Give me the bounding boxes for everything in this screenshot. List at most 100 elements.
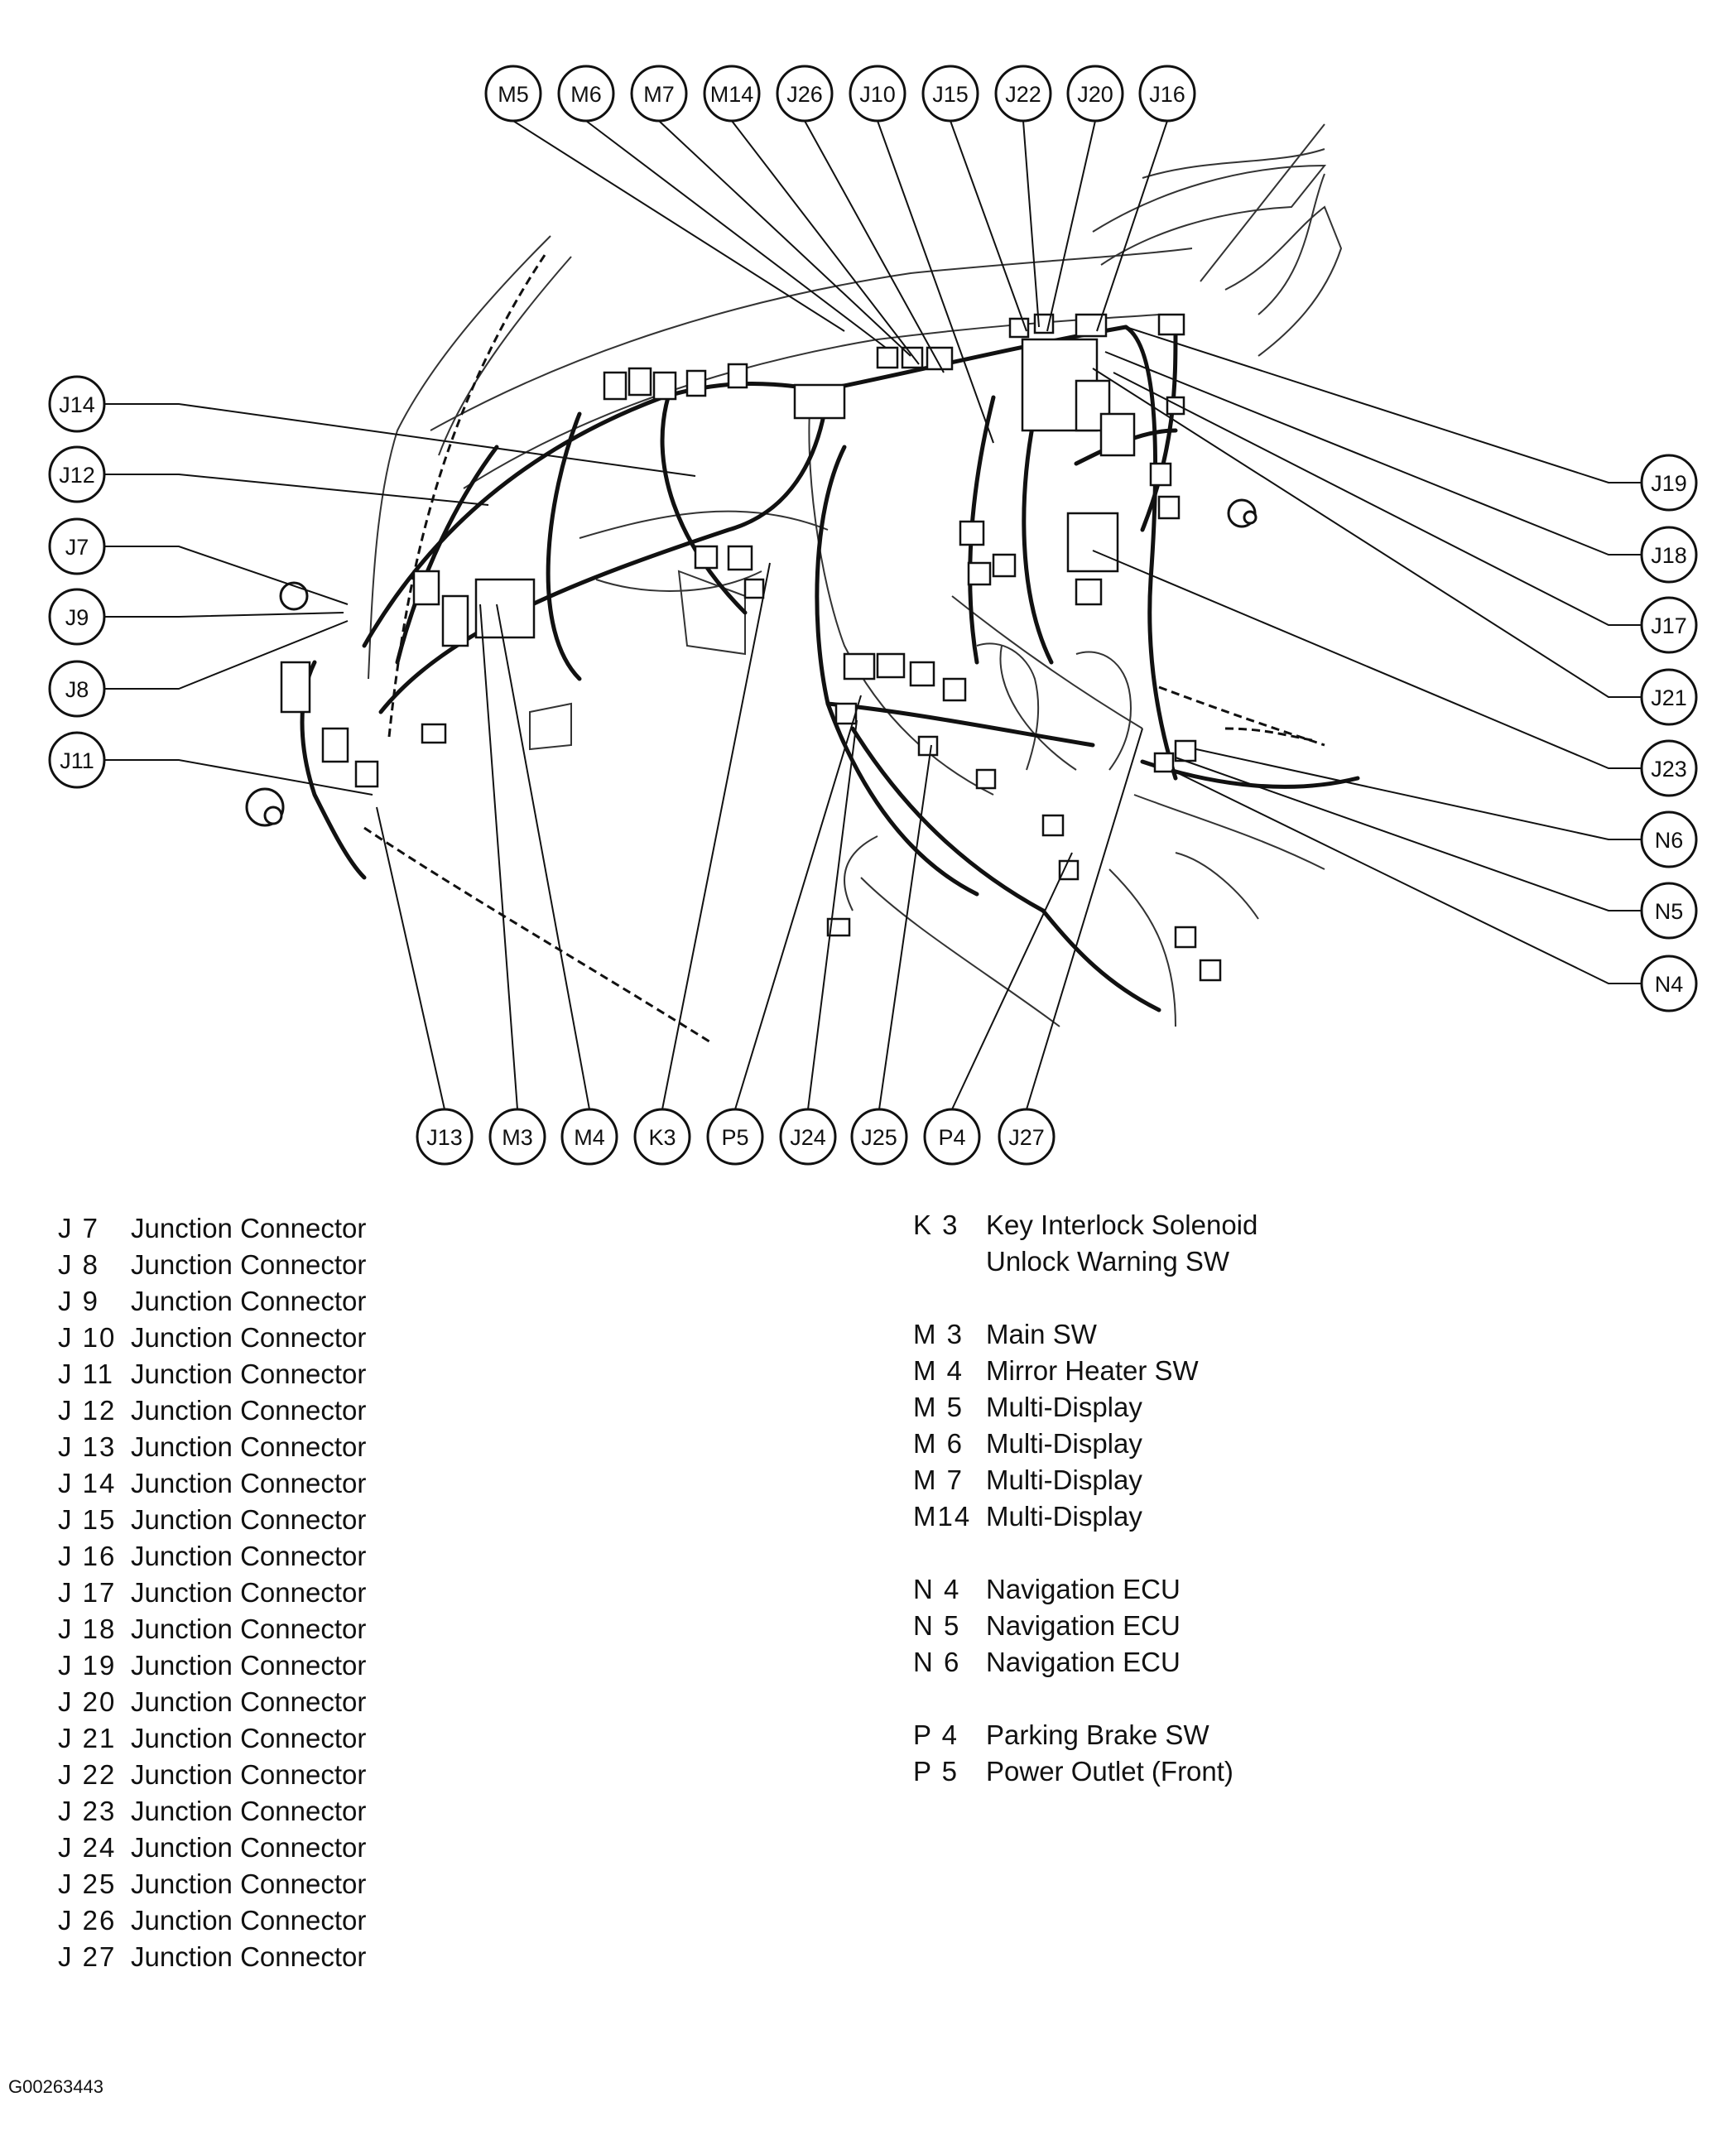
callout-m3: M3 xyxy=(488,1108,546,1166)
callout-j10: J10 xyxy=(849,65,906,123)
legend-name: Junction Connector xyxy=(131,1431,367,1462)
leader-line-j21 xyxy=(1092,368,1642,698)
callout-p4: P4 xyxy=(923,1108,981,1166)
callout-j26: J26 xyxy=(776,65,834,123)
callout-label: N6 xyxy=(1655,828,1684,853)
legend-code: J 10 xyxy=(58,1322,117,1353)
callout-circle xyxy=(630,65,688,123)
legend-code: J 23 xyxy=(58,1796,117,1826)
callout-j16: J16 xyxy=(1138,65,1196,123)
legend-name: Parking Brake SW xyxy=(986,1719,1209,1750)
legend-row: J 10 Junction Connector xyxy=(58,1320,366,1356)
wire-harness xyxy=(300,325,1360,1012)
legend-name: Junction Connector xyxy=(131,1650,367,1681)
callout-circle xyxy=(633,1108,691,1166)
callout-label: J10 xyxy=(859,82,896,107)
callout-label: J22 xyxy=(1005,82,1041,107)
legend-code: J 22 xyxy=(58,1759,117,1790)
legend-code: J 25 xyxy=(58,1868,117,1899)
leader-line-j10 xyxy=(877,120,994,444)
leader-line-n4 xyxy=(1171,769,1642,984)
legend-code: M14 xyxy=(913,1501,972,1532)
callout-j19: J19 xyxy=(1640,454,1698,512)
leader-line-j19 xyxy=(1125,326,1642,483)
callout-circle xyxy=(706,1108,764,1166)
callout-label: J25 xyxy=(861,1125,897,1150)
callout-label: N5 xyxy=(1655,899,1684,924)
callout-label: J16 xyxy=(1149,82,1185,107)
legend-code: P 5 xyxy=(913,1756,959,1787)
callout-label: J9 xyxy=(65,605,89,630)
legend-code: M 7 xyxy=(913,1464,964,1495)
legend-name: Multi-Display xyxy=(986,1392,1142,1422)
legend-name: Junction Connector xyxy=(131,1286,367,1316)
leader-line-j16 xyxy=(1096,120,1168,332)
callout-circle xyxy=(850,1108,908,1166)
legend-row: P 5 Power Outlet (Front) xyxy=(913,1753,1258,1790)
callout-label: J14 xyxy=(59,392,95,417)
legend-name: Multi-Display xyxy=(986,1428,1142,1459)
legend-code: J 11 xyxy=(58,1359,114,1389)
callout-j13: J13 xyxy=(416,1108,474,1166)
callout-label: P4 xyxy=(938,1125,965,1150)
leader-line-j15 xyxy=(950,120,1027,332)
legend-name: Junction Connector xyxy=(131,1213,367,1243)
legend-code: J 14 xyxy=(58,1468,117,1498)
legend-name: Junction Connector xyxy=(131,1249,367,1280)
legend-row: J 19 Junction Connector xyxy=(58,1647,366,1684)
leader-lines xyxy=(104,120,1642,1110)
callout-circle xyxy=(1640,668,1698,726)
legend-code: M 3 xyxy=(913,1319,964,1349)
callout-label: K3 xyxy=(648,1125,676,1150)
legend-name: Junction Connector xyxy=(131,1468,367,1498)
legend-code: J 16 xyxy=(58,1541,117,1571)
callout-j12: J12 xyxy=(48,445,106,503)
callout-circle xyxy=(557,65,615,123)
legend-code: M 6 xyxy=(913,1428,964,1459)
legend-row: J 14 Junction Connector xyxy=(58,1465,366,1502)
leader-line-m14 xyxy=(731,120,920,365)
leader-line-m5 xyxy=(512,120,845,332)
callout-label: M5 xyxy=(498,82,529,107)
dashed-leads xyxy=(363,252,1325,1045)
callout-j27: J27 xyxy=(998,1108,1056,1166)
callout-label: M14 xyxy=(710,82,754,107)
legend-name: Junction Connector xyxy=(131,1322,367,1353)
callout-j20: J20 xyxy=(1066,65,1124,123)
callout-p5: P5 xyxy=(706,1108,764,1166)
callout-j17: J17 xyxy=(1640,596,1698,654)
leader-line-j12 xyxy=(104,474,489,506)
callout-label: J24 xyxy=(790,1125,826,1150)
legend-name: Junction Connector xyxy=(131,1614,367,1644)
legend-name: Junction Connector xyxy=(131,1832,367,1863)
legend-code: J 19 xyxy=(58,1650,117,1681)
legend-row: M 6 Multi-Display xyxy=(913,1426,1258,1462)
callout-circle xyxy=(994,65,1052,123)
callout-circle xyxy=(48,445,106,503)
callout-label: J21 xyxy=(1651,685,1687,710)
leader-line-j20 xyxy=(1046,120,1096,332)
legend-name: Junction Connector xyxy=(131,1686,367,1717)
leader-line-m7 xyxy=(658,120,911,357)
legend-name: Power Outlet (Front) xyxy=(986,1756,1233,1787)
leader-line-j26 xyxy=(804,120,945,373)
leader-line-j8 xyxy=(104,620,349,690)
connectors xyxy=(280,313,1222,982)
leader-line-j18 xyxy=(1104,351,1642,555)
legend-name: Junction Connector xyxy=(131,1905,367,1936)
callout-label: J11 xyxy=(60,748,94,773)
